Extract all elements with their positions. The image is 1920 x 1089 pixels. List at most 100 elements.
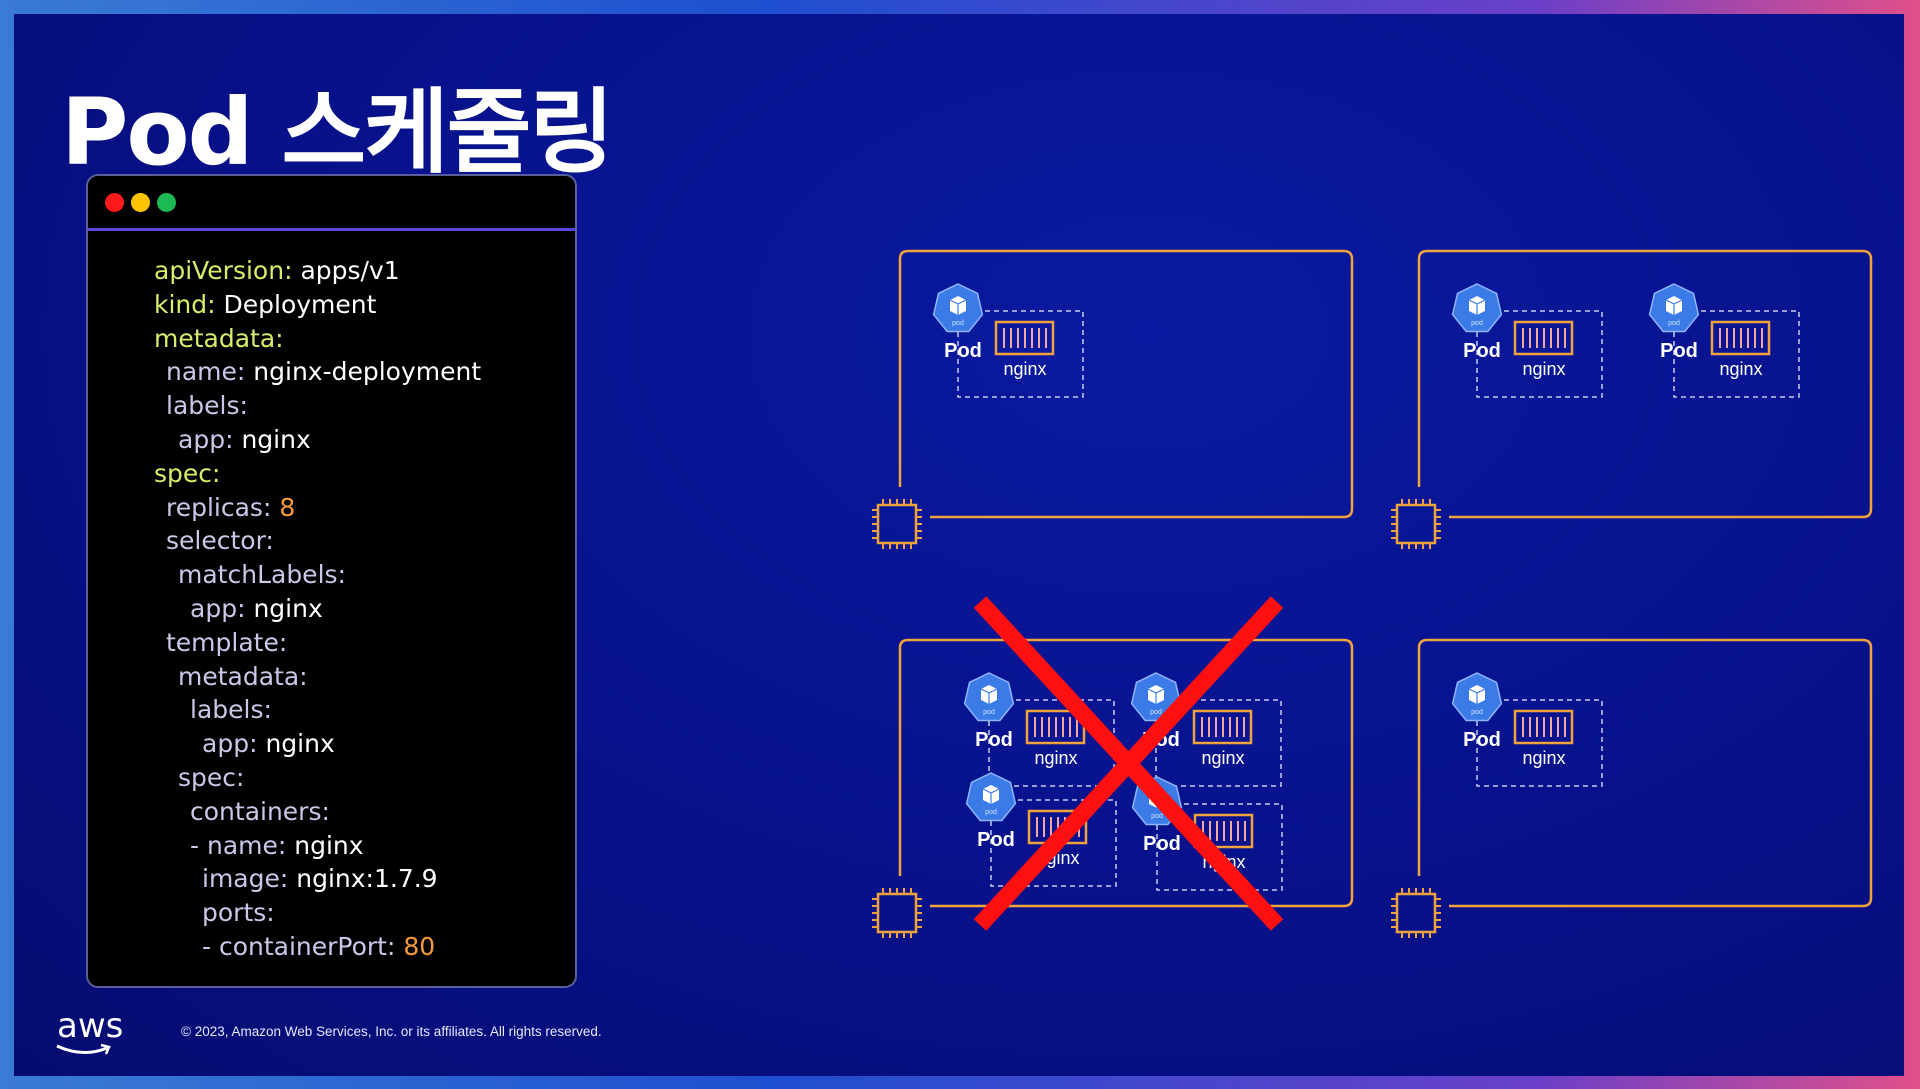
yaml-value: Deployment [223, 289, 377, 319]
yaml-key: matchLabels [178, 560, 338, 590]
code-line: spec: [154, 761, 481, 795]
pod-icon: pod [1451, 672, 1503, 722]
code-line: app: nginx [154, 592, 481, 626]
yaml-key: containers [190, 796, 322, 826]
container-label: nginx [1719, 359, 1762, 379]
container-icon [1513, 320, 1574, 356]
colon: : [249, 729, 266, 759]
yaml-key: ports [202, 898, 267, 928]
yaml-value: nginx-deployment [253, 357, 482, 387]
ec2-instance-icon [1391, 888, 1441, 938]
maximize-dot-icon [157, 193, 176, 212]
pod-boundary [1673, 310, 1800, 398]
yaml-key: - containerPort [202, 931, 387, 961]
pod-icon: pod [965, 772, 1017, 822]
pod-label: Pod [975, 729, 1013, 751]
close-dot-icon [105, 193, 124, 212]
colon: : [266, 898, 283, 928]
pod-badge: pod [983, 709, 995, 716]
colon: : [263, 695, 280, 725]
code-line: containers: [154, 795, 481, 829]
colon: : [284, 256, 301, 285]
pod-label: Pod [1660, 340, 1698, 362]
pod-label: Pod [977, 829, 1015, 851]
yaml-key: app [190, 593, 238, 623]
colon: : [265, 526, 282, 556]
pod-badge: pod [1668, 320, 1680, 327]
pod-icon: pod [932, 283, 984, 333]
pod-label: Pod [1463, 729, 1501, 751]
container-icon [1710, 320, 1771, 356]
container-icon [1513, 709, 1574, 745]
yaml-value: nginx [253, 593, 323, 623]
colon: : [278, 627, 296, 657]
node-border [898, 638, 1354, 908]
yaml-key: app [178, 424, 226, 454]
colon: : [337, 560, 354, 590]
container-label: nginx [1034, 748, 1077, 768]
colon: : [262, 492, 280, 522]
node-border [898, 249, 1354, 519]
container-icon [1192, 709, 1253, 745]
yaml-key: replicas [166, 492, 263, 522]
minimize-dot-icon [131, 193, 150, 212]
code-line: template: [154, 626, 481, 660]
yaml-key: metadata [154, 323, 276, 353]
pod-boundary [990, 799, 1117, 887]
yaml-key: labels [190, 695, 264, 725]
colon: : [279, 864, 297, 894]
pod-label: Pod [1143, 833, 1181, 855]
colon: : [236, 357, 254, 387]
colon: : [237, 593, 254, 623]
code-line: - name: nginx [154, 829, 481, 863]
code-line: replicas: 8 [154, 491, 481, 525]
aws-smile-icon [56, 1043, 111, 1055]
code-line: matchLabels: [154, 558, 481, 592]
node-border [1417, 638, 1873, 908]
colon: : [277, 830, 295, 860]
container-icon [994, 320, 1055, 356]
yaml-key: labels [166, 391, 240, 421]
pod-badge: pod [1471, 320, 1483, 327]
code-line: spec: [154, 457, 481, 491]
container-label: nginx [1522, 748, 1565, 768]
pod-label: Pod [1463, 340, 1501, 362]
node-border [1417, 249, 1873, 519]
pod-icon: pod [963, 672, 1015, 722]
code-line: metadata: [154, 322, 481, 356]
yaml-value: 8 [279, 492, 296, 522]
yaml-value: nginx [294, 830, 364, 860]
pod-badge: pod [1150, 709, 1162, 716]
ec2-instance-icon [872, 888, 922, 938]
pod-boundary [1156, 803, 1283, 891]
yaml-value: nginx [265, 729, 335, 759]
code-line: name: nginx-deployment [154, 355, 481, 389]
aws-logo-text: aws [57, 1006, 124, 1046]
ec2-instance-icon [872, 499, 922, 549]
code-line: - containerPort: 80 [154, 930, 481, 964]
yaml-key: template [166, 627, 279, 657]
page-title: Pod 스케줄링 [61, 79, 614, 186]
colon: : [236, 762, 253, 792]
ec2-instance-icon [1391, 499, 1441, 549]
code-line: labels: [154, 693, 481, 727]
yaml-value: apps/v1 [300, 256, 400, 285]
yaml-key: metadata [178, 661, 300, 691]
colon: : [299, 661, 316, 691]
container-label: nginx [1522, 359, 1565, 379]
worker-node: podPodnginxpodPodnginxpodPodnginxpodPodn… [872, 596, 1354, 938]
pod-badge: pod [952, 320, 964, 327]
yaml-key: - name [190, 830, 278, 860]
window-titlebar [88, 176, 575, 231]
copyright: © 2023, Amazon Web Services, Inc. or its… [181, 1024, 602, 1039]
code-line: app: nginx [154, 727, 481, 761]
code-line: labels: [154, 389, 481, 423]
